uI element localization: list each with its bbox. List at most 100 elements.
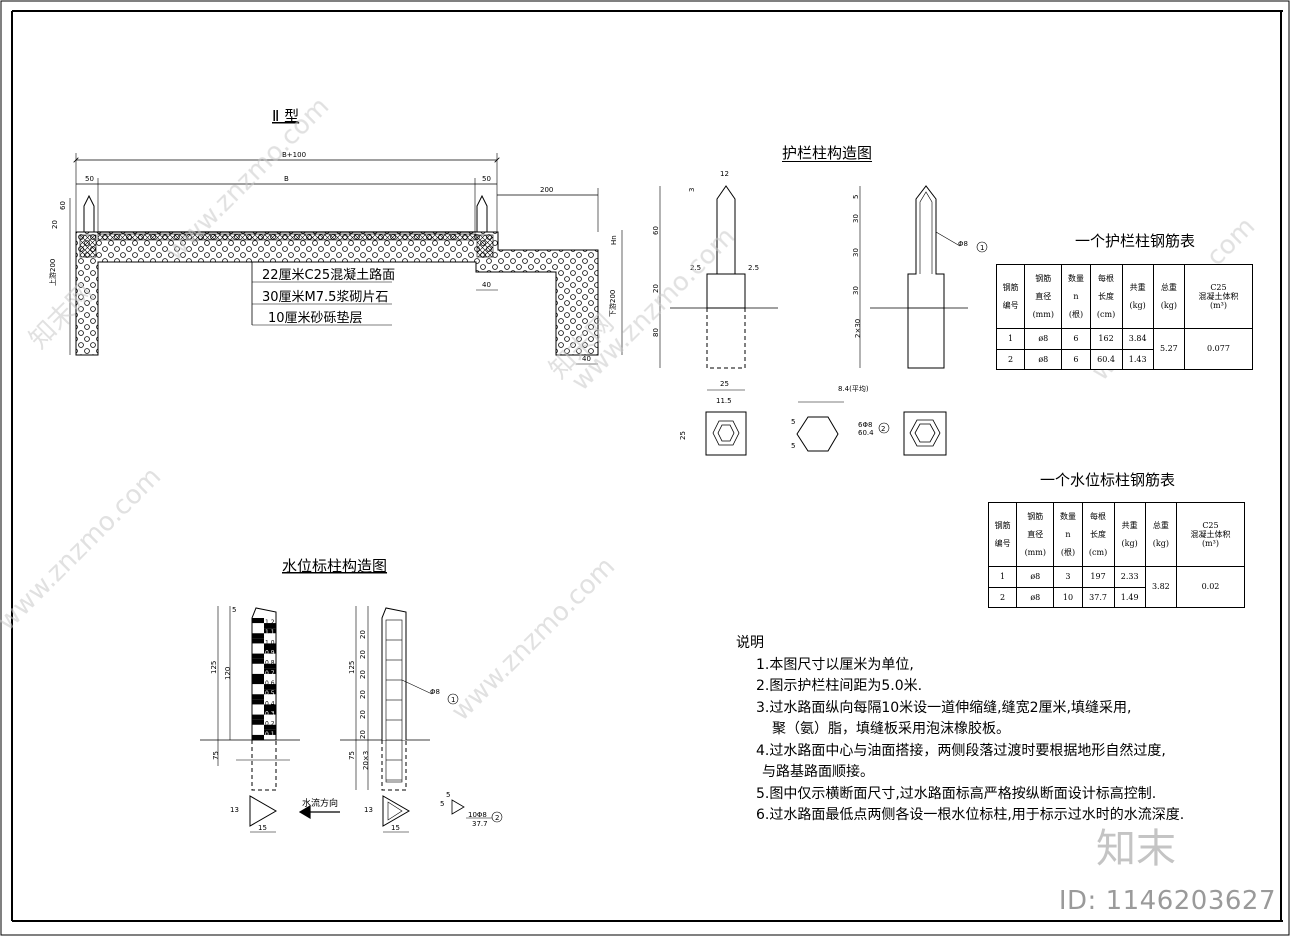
wp-dim-125: 125 <box>210 661 218 674</box>
table-header: 共重(kg) <box>1121 264 1154 329</box>
table-header: 总重(kg) <box>1144 502 1177 567</box>
gauge-block <box>252 638 264 644</box>
wp-circle-1: 1 <box>451 696 455 704</box>
gauge-label: 0.3 <box>265 711 275 718</box>
gauge-block <box>264 684 276 690</box>
dim-downstream-200: 下游200 <box>608 290 617 317</box>
guardrail-table-title: 一个护栏柱钢筋表 <box>1075 232 1196 250</box>
wp-tri-15: 15 <box>258 824 267 832</box>
table-cell: 37.7 <box>1081 586 1115 608</box>
table-header: 钢筋编号 <box>987 502 1018 567</box>
watermark-text-3: www.znzmo.com <box>446 552 621 727</box>
gr-r-30a: 30 <box>852 214 860 223</box>
note-item: 1.本图尺寸以厘米为单位, <box>756 656 914 673</box>
gr-r-2x30: 2×30 <box>854 319 862 338</box>
table-header: 钢筋直径(mm) <box>1024 264 1063 329</box>
wp-dim-120: 120 <box>224 667 232 680</box>
table-cell: 2 <box>987 586 1018 608</box>
layer-label-1: 22厘米C25混凝土路面 <box>262 267 395 283</box>
gauge-block <box>252 673 264 679</box>
gauge-block <box>252 699 264 705</box>
gr-dim-2-5-left: 2.5 <box>690 264 701 272</box>
dim-40-b: 40 <box>582 355 591 363</box>
guardrail-post-diagram: 60 20 80 12 3 2.5 2.5 25 5 30 30 30 2×30… <box>652 170 988 456</box>
design-notes: 说明 1.本图尺寸以厘米为单位, 2.图示护栏柱间距为5.0米. 3.过水路面纵… <box>736 633 1184 827</box>
gauge-label: 0.7 <box>265 670 275 677</box>
table-cell: 6 <box>1061 348 1091 370</box>
table-cell: ø8 <box>1024 328 1063 350</box>
table-cell: 1.43 <box>1121 348 1154 370</box>
wp-bar-2a: 10Φ8 <box>468 811 487 819</box>
wp-dim-5: 5 <box>232 606 236 614</box>
table-cell: 60.4 <box>1089 348 1123 370</box>
gr-r-30c: 30 <box>852 286 860 295</box>
gauge-label: 0.1 <box>265 731 275 738</box>
gauge-block <box>264 623 276 629</box>
gr-hex-5b: 5 <box>791 442 795 450</box>
table-cell-total: 3.82 <box>1144 566 1177 608</box>
wp-r-20x3: 20×3 <box>362 751 370 770</box>
gauge-block <box>252 633 264 639</box>
gr-dim-12: 12 <box>720 170 729 178</box>
dim-20: 20 <box>51 220 59 229</box>
table-cell: 2 <box>995 348 1026 370</box>
spacing-label: 20 <box>359 670 367 679</box>
flow-direction-label: 水流方向 <box>302 797 338 809</box>
layer-label-2: 30厘米M7.5浆砌片石 <box>262 290 388 305</box>
wp-tri-15b: 15 <box>391 824 400 832</box>
table-cell: 1.49 <box>1113 586 1146 608</box>
gr-r-5: 5 <box>852 195 860 199</box>
gauge-label: 1.2 <box>265 619 275 626</box>
gauge-block <box>264 668 276 674</box>
notes-heading: 说明 <box>736 635 764 651</box>
wp-bar-1: Φ8 <box>430 688 440 696</box>
water-post-triangle-1 <box>249 795 278 827</box>
table-cell: 6 <box>1061 328 1091 350</box>
gauge-label: 1.0 <box>265 639 275 646</box>
gr-circle-2: 2 <box>881 425 885 433</box>
gauge-block <box>264 643 276 649</box>
table-cell-volume: 0.02 <box>1175 566 1246 608</box>
gauge-label: 1.1 <box>265 629 275 636</box>
table-cell: ø8 <box>1016 566 1055 588</box>
wp-r-75: 75 <box>348 751 356 760</box>
gauge-label: 0.8 <box>265 660 275 667</box>
guardrail-plan-2 <box>903 411 947 456</box>
dim-60: 60 <box>59 201 67 210</box>
gauge-block <box>264 663 276 669</box>
spacing-label: 20 <box>359 690 367 699</box>
spacing-label: 20 <box>359 650 367 659</box>
layer-label-3: 10厘米砂砾垫层 <box>268 310 363 326</box>
right-guard-post <box>476 194 488 233</box>
table-header: 每根长度(cm) <box>1089 264 1123 329</box>
spacing-label: 20 <box>359 710 367 719</box>
wp-tri-5b: 5 <box>440 800 444 808</box>
gr-bar-1: Φ8 <box>958 240 968 248</box>
gauge-block <box>252 618 264 624</box>
table-cell: ø8 <box>1024 348 1063 370</box>
table-header: 钢筋直径(mm) <box>1016 502 1055 567</box>
wp-tri-13: 13 <box>230 806 239 814</box>
water-table-title: 一个水位标柱钢筋表 <box>1040 471 1176 489</box>
table-cell: 1 <box>995 328 1026 350</box>
gr-bar-2b: 60.4 <box>858 429 874 437</box>
gr-dim-20: 20 <box>652 284 660 293</box>
dim-b-plus-100: B+100 <box>282 151 306 159</box>
gr-dim-25: 25 <box>720 380 729 388</box>
gr-dim-11-5: 11.5 <box>716 397 732 405</box>
gauge-block <box>264 709 276 715</box>
gr-dim-avg: 8.4(平均) <box>838 384 869 393</box>
cross-section: Ⅱ 型 B+100 B 50 50 200 60 20 上游200 22厘米C2… <box>48 107 623 365</box>
gauge-block <box>252 653 264 659</box>
watermark-text-4: www.znzmo.com <box>0 462 167 637</box>
gauge-block <box>264 729 276 735</box>
gauge-block <box>252 734 264 740</box>
gauge-block <box>264 628 276 634</box>
gauge-block <box>252 719 264 725</box>
gauge-block <box>252 658 264 664</box>
water-post-rebar-outline <box>381 607 407 740</box>
